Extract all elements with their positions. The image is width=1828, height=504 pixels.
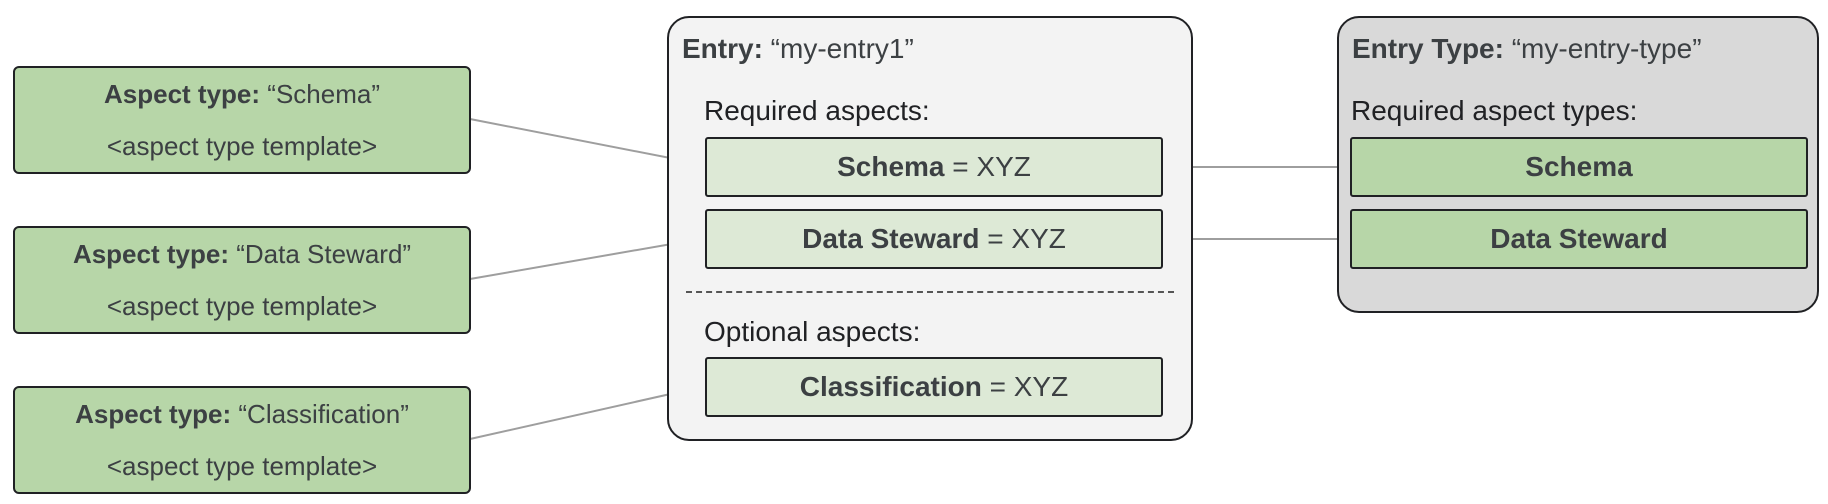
entry-aspect-value: = XYZ <box>944 151 1031 182</box>
aspect-type-box-data-steward: Aspect type: “Data Steward” <aspect type… <box>13 226 471 334</box>
entry-type-title-label: Entry Type: <box>1352 33 1504 64</box>
entry-type-required-label: Required aspect types: <box>1351 95 1638 126</box>
aspect-type-box-classification: Aspect type: “Classification” <aspect ty… <box>13 386 471 494</box>
aspect-type-label: Aspect type: <box>104 79 261 109</box>
aspect-type-box-schema: Aspect type: “Schema” <aspect type templ… <box>13 66 471 174</box>
entry-title-label: Entry: <box>682 33 763 64</box>
entry-aspect-value: = XYZ <box>979 223 1066 254</box>
aspect-type-name: “Classification” <box>238 399 409 429</box>
entry-aspect-classification: Classification = XYZ <box>705 357 1163 417</box>
aspect-type-name: “Schema” <box>267 79 380 109</box>
entry-type-aspect-data-steward: Data Steward <box>1350 209 1808 269</box>
entry-aspect-name: Schema <box>837 151 945 182</box>
aspect-type-label: Aspect type: <box>75 399 232 429</box>
entry-type-title: Entry Type: “my-entry-type” <box>1352 33 1702 65</box>
entry-required-label: Required aspects: <box>704 95 930 126</box>
entry-aspect-value: = XYZ <box>981 371 1069 402</box>
aspect-type-label: Aspect type: <box>72 239 229 269</box>
entry-type-title-value: “my-entry-type” <box>1503 33 1702 64</box>
entry-title: Entry: “my-entry1” <box>682 33 914 65</box>
aspect-type-template: <aspect type template> <box>106 451 378 481</box>
required-optional-divider <box>686 291 1174 293</box>
aspect-type-template: <aspect type template> <box>106 131 378 161</box>
entry-aspect-name: Classification <box>799 371 982 402</box>
entry-title-value: “my-entry1” <box>762 33 914 64</box>
entry-optional-label: Optional aspects: <box>704 316 921 347</box>
entry-aspect-schema: Schema = XYZ <box>705 137 1163 197</box>
entry-aspect-data-steward: Data Steward = XYZ <box>705 209 1163 269</box>
entry-type-aspect-schema: Schema <box>1350 137 1808 197</box>
entry-aspect-name: Data Steward <box>802 223 980 254</box>
aspect-type-name: “Data Steward” <box>236 239 412 269</box>
aspect-type-template: <aspect type template> <box>106 291 378 321</box>
